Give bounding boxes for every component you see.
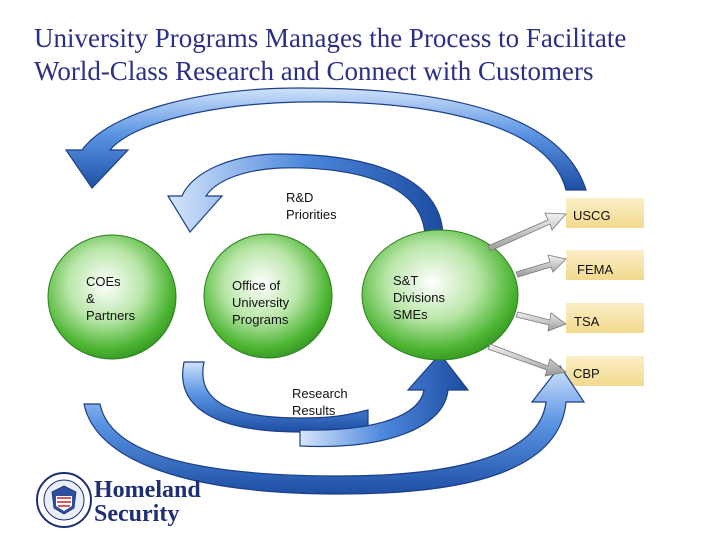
snt-label: S&T Divisions SMEs <box>393 273 446 322</box>
coes-circle <box>47 234 177 360</box>
research-results-arrow-right <box>299 353 470 448</box>
arrow-to-uscg <box>487 212 567 252</box>
arrow-to-cbp <box>487 343 567 377</box>
rd-priorities-label: R&D Priorities <box>286 190 337 222</box>
customer-fema: FEMA <box>577 262 614 277</box>
customer-box-uscg <box>566 198 644 228</box>
snt-circle <box>361 229 519 361</box>
research-results-label: Research Results <box>292 386 348 418</box>
logo-line-1: Homeland <box>94 477 201 503</box>
office-label: Office of University Programs <box>232 278 290 327</box>
customer-box-tsa <box>566 303 644 333</box>
title-line-2: World-Class Research and Connect with Cu… <box>34 56 594 86</box>
dhs-seal-icon <box>36 472 92 528</box>
customer-tsa: TSA <box>574 314 600 329</box>
customer-boxes <box>566 198 644 386</box>
customer-cbp: CBP <box>573 366 600 381</box>
office-circle <box>203 233 333 359</box>
arrow-to-fema <box>515 254 567 278</box>
research-results-arrow-left <box>182 361 369 433</box>
page-title: University Programs Manages the Process … <box>34 22 694 88</box>
customer-connector-arrows <box>487 212 567 377</box>
arrow-to-tsa <box>515 311 567 332</box>
customer-box-cbp <box>566 356 644 386</box>
customer-uscg: USCG <box>573 208 611 223</box>
outer-delivery-arrow <box>83 364 586 495</box>
homeland-security-logo: Homeland Security <box>94 478 201 526</box>
outer-feedback-arrow <box>64 87 587 191</box>
title-line-1: University Programs Manages the Process … <box>34 23 627 53</box>
logo-line-2: Security <box>94 501 180 527</box>
coes-label: COEs & Partners <box>86 274 136 323</box>
customer-box-fema <box>566 250 644 280</box>
rd-priorities-arrow <box>166 153 444 239</box>
